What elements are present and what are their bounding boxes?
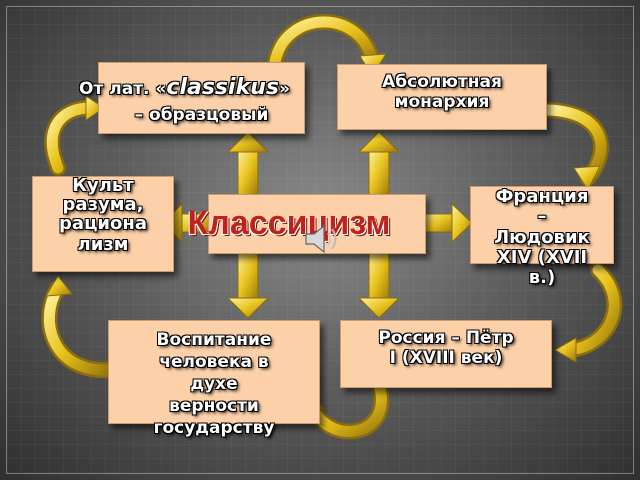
speaker-icon[interactable]: [302, 222, 342, 256]
education-line: верности: [169, 396, 259, 417]
curved-arrow-icon: [41, 275, 116, 379]
curved-arrow-icon: [553, 262, 623, 363]
france-line: Франция: [495, 186, 589, 207]
cult-line: Культ: [72, 175, 134, 196]
straight-arrow-icon: [357, 131, 401, 196]
curved-arrow-icon: [44, 95, 105, 176]
origin-prefix: От лат. «: [79, 79, 167, 99]
straight-arrow-icon: [423, 202, 473, 244]
origin-box: От лат. «classikus» – образцовый: [79, 62, 305, 134]
france-line: в.): [528, 267, 556, 289]
monarchy-box: Абсолютная монархия: [337, 64, 547, 130]
diagram-title: Классицизм: [187, 204, 391, 243]
education-line: духе: [190, 374, 238, 395]
cult-line: разума,: [62, 193, 144, 215]
russia-line: Россия – Пётр: [378, 328, 514, 348]
monarchy-line: монархия: [394, 91, 490, 112]
france-line: Людовик: [494, 226, 590, 248]
education-line: государству: [153, 418, 275, 439]
monarchy-line: Абсолютная: [382, 72, 502, 92]
russia-box: Россия – Пётр I (XVIII век): [340, 320, 552, 388]
education-line: человека в: [159, 352, 269, 373]
curved-arrow-icon: [540, 102, 609, 192]
origin-meaning: – образцовый: [134, 105, 269, 126]
france-box: Франция – Людовик XIV (XVII в.): [470, 186, 614, 288]
education-box: Воспитание человека в духе верности госу…: [108, 320, 320, 438]
russia-line: I (XVIII век): [389, 347, 503, 368]
straight-arrow-icon: [226, 131, 270, 196]
straight-arrow-icon: [357, 251, 401, 319]
origin-word: classikus: [166, 75, 279, 100]
france-line: XIV (XVII: [496, 246, 588, 268]
france-line: –: [537, 206, 547, 228]
origin-suffix: »: [278, 79, 290, 99]
education-line: Воспитание: [156, 330, 272, 350]
cult-of-reason-box: Культ разума, рациона лизм: [32, 176, 174, 272]
cult-line: рациона: [59, 212, 147, 234]
cult-line: лизм: [77, 233, 129, 255]
straight-arrow-icon: [226, 251, 270, 319]
